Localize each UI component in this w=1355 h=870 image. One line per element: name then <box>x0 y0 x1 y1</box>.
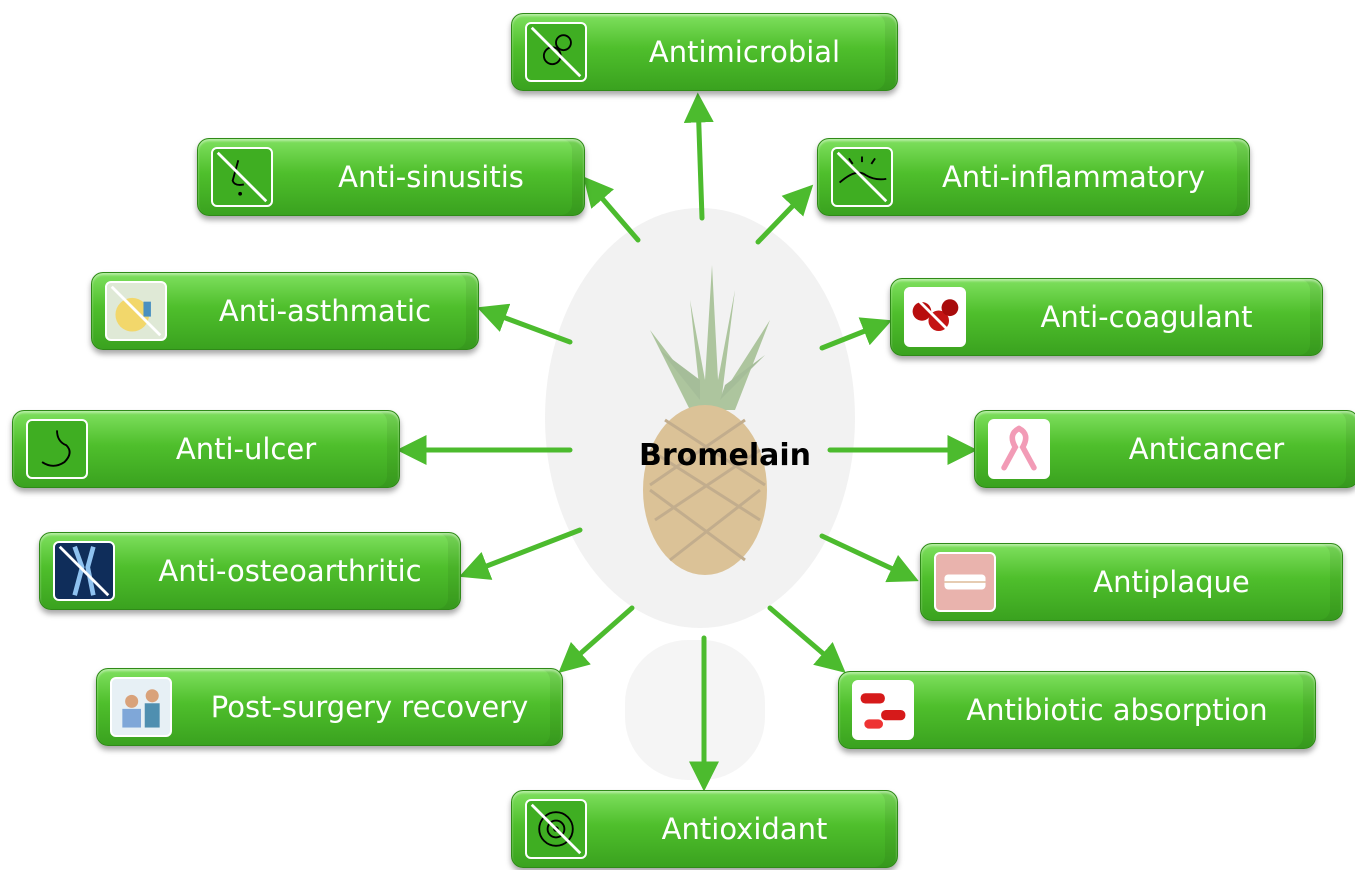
arrow-to-anti-osteoarthritic <box>466 530 580 574</box>
box-antioxidant: Antioxidant <box>511 790 898 868</box>
blood-cells-crossed-icon <box>904 287 966 347</box>
pink-ribbon-icon <box>988 419 1050 479</box>
arrow-to-anti-inflammatory <box>758 190 808 242</box>
box-antiplaque: Antiplaque <box>920 543 1343 621</box>
effect-label: Anticancer <box>1065 411 1348 487</box>
arrow-to-anti-coagulant <box>822 323 885 348</box>
box-anti-asthmatic: Anti-asthmatic <box>91 272 479 350</box>
effect-label: Antioxidant <box>602 791 887 867</box>
effect-label: Anti-ulcer <box>103 411 389 487</box>
effect-label: Antimicrobial <box>602 14 887 90</box>
arrow-to-anti-sinusitis <box>588 182 638 240</box>
capsules-icon <box>852 680 914 740</box>
arrow-to-post-surgery-recovery <box>564 608 632 668</box>
bacteria-crossed-icon <box>525 22 587 82</box>
effect-label: Antiplaque <box>1011 544 1332 620</box>
molecule-crossed-icon <box>525 799 587 859</box>
effect-label: Anti-sinusitis <box>288 139 574 215</box>
box-antibiotic-absorption: Antibiotic absorption <box>838 671 1316 749</box>
knee-xray-crossed-icon <box>53 541 115 601</box>
box-anti-ulcer: Anti-ulcer <box>12 410 400 488</box>
effect-label: Antibiotic absorption <box>929 672 1305 748</box>
box-antimicrobial: Antimicrobial <box>511 13 898 91</box>
effect-label: Anti-osteoarthritic <box>130 533 450 609</box>
inhaler-crossed-icon <box>105 281 167 341</box>
arrow-to-antibiotic-absorption <box>770 608 840 668</box>
center-label: Bromelain <box>560 438 890 473</box>
arrow-to-antiplaque <box>822 536 912 578</box>
effect-label: Anti-asthmatic <box>182 273 468 349</box>
effect-label: Post-surgery recovery <box>187 669 552 745</box>
nose-crossed-icon <box>211 147 273 207</box>
box-anti-coagulant: Anti-coagulant <box>890 278 1323 356</box>
doctor-patient-icon <box>110 677 172 737</box>
box-anti-osteoarthritic: Anti-osteoarthritic <box>39 532 461 610</box>
box-anti-inflammatory: Anti-inflammatory <box>817 138 1250 216</box>
arrow-to-antimicrobial <box>698 100 702 218</box>
arrow-to-anti-asthmatic <box>484 310 570 342</box>
effect-label: Anti-inflammatory <box>908 139 1239 215</box>
box-post-surgery-recovery: Post-surgery recovery <box>96 668 563 746</box>
inflammation-crossed-icon <box>831 147 893 207</box>
pineapple-icon <box>643 265 770 575</box>
stomach-icon <box>26 419 88 479</box>
box-anti-sinusitis: Anti-sinusitis <box>197 138 585 216</box>
effect-label: Anti-coagulant <box>981 279 1312 355</box>
teeth-icon <box>934 552 996 612</box>
box-anticancer: Anticancer <box>974 410 1355 488</box>
